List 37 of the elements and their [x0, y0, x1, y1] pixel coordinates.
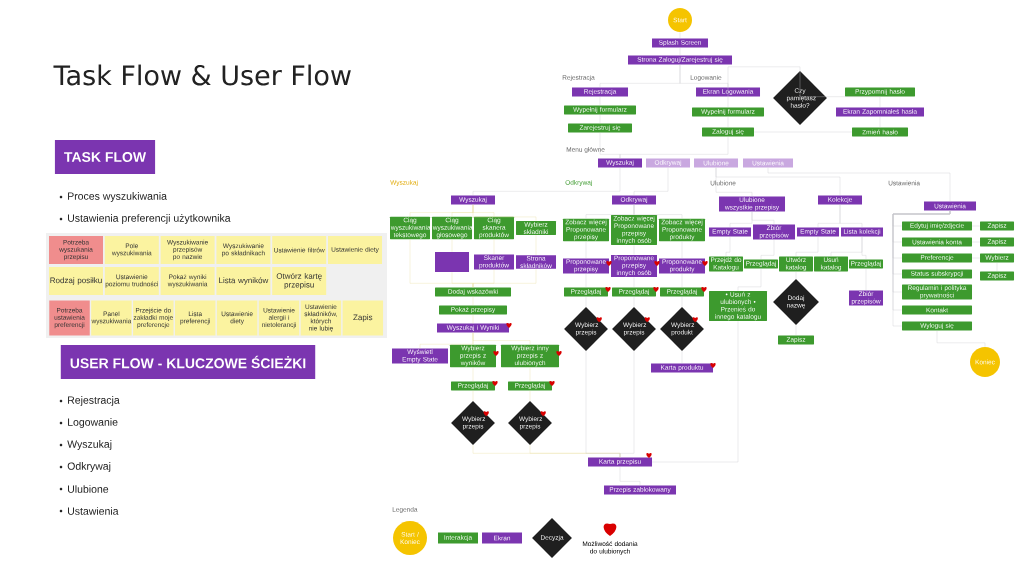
connector-line — [727, 66, 801, 97]
connector-line — [652, 321, 739, 463]
connector-line — [472, 332, 531, 345]
connector-line — [767, 167, 951, 202]
connector-line — [715, 167, 841, 196]
connector-line — [737, 268, 762, 291]
connector-line — [472, 268, 537, 288]
connector-line — [839, 204, 863, 228]
bullet-item: Ulubione — [59, 485, 109, 493]
sticky-note: Rodzaj posiłku — [49, 267, 103, 295]
sticky-note: Otwórz kartę przepisu — [272, 267, 327, 295]
connector-line — [861, 236, 867, 260]
connector-line — [472, 167, 621, 196]
connector-line — [619, 466, 641, 486]
connector-line — [619, 351, 635, 458]
bullet-item: Ustawienia preferencji użytkownika — [59, 214, 231, 224]
connector-line — [760, 239, 775, 260]
section-badge: TASK FLOW — [54, 140, 156, 174]
bullet-item: Wyszukaj — [59, 440, 112, 450]
screen-box — [435, 252, 469, 272]
bullet-item: Odkrywaj — [59, 462, 111, 472]
connector-line — [472, 204, 537, 222]
connector-line — [936, 330, 986, 347]
slide-title: Task Flow & User Flow — [53, 64, 351, 86]
bullet-item: Ustawienia — [59, 507, 119, 515]
connector-line — [619, 136, 729, 159]
connector-line — [725, 236, 731, 257]
bullet-item: Proces wyszukiwania — [59, 192, 167, 202]
bullet-item: Rejestracja — [59, 396, 120, 406]
connector-line — [795, 236, 819, 257]
connector-line — [799, 70, 881, 97]
sticky-note: Lista wyników — [216, 267, 271, 295]
connector-line — [633, 204, 683, 219]
section-badge: USER FLOW - KLUCZOWE ŚCIEŻKI — [60, 345, 316, 379]
bullet-item: Logowanie — [59, 418, 118, 428]
connector-line — [633, 167, 669, 196]
connector-line — [751, 211, 775, 225]
